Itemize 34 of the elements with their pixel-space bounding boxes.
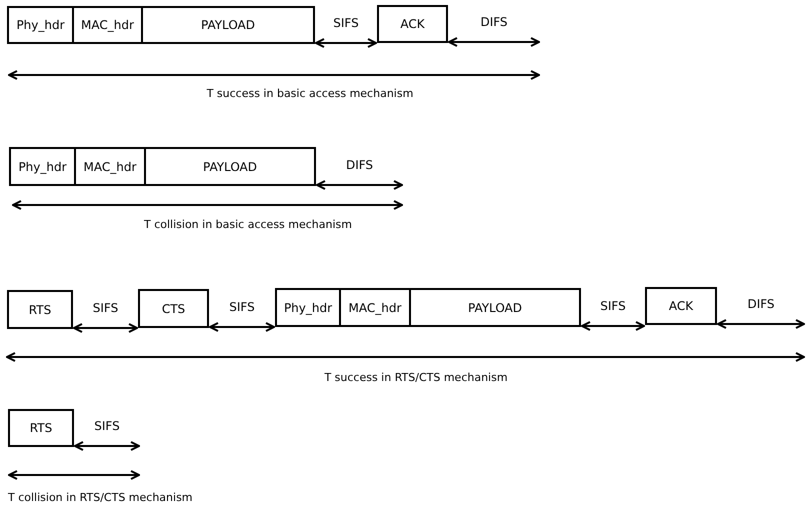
- frame-field-box: Phy_hdr: [275, 288, 341, 327]
- edge-label: SIFS: [229, 301, 255, 313]
- edge-label: DIFS: [747, 298, 775, 310]
- edge-label: SIFS: [94, 420, 120, 432]
- frame-field-box: RTS: [8, 409, 74, 447]
- frame-field-box: CTS: [138, 289, 209, 328]
- frame-field-box: PAYLOAD: [144, 147, 316, 186]
- edge-label: DIFS: [346, 159, 374, 171]
- timing-caption: T collision in basic access mechanism: [144, 219, 352, 230]
- frame-field-box: MAC_hdr: [339, 288, 411, 327]
- frame-field-box: Phy_hdr: [9, 147, 76, 186]
- frame-field-box: MAC_hdr: [72, 6, 143, 44]
- frame-field-box: MAC_hdr: [74, 147, 146, 186]
- frame-field-box: RTS: [7, 290, 73, 329]
- timing-caption: T success in RTS/CTS mechanism: [324, 372, 508, 383]
- double-arrow: [717, 319, 805, 329]
- frame-field-box: PAYLOAD: [141, 6, 315, 44]
- timing-caption: T success in basic access mechanism: [206, 88, 414, 99]
- frame-field-box: PAYLOAD: [409, 288, 581, 327]
- double-arrow: [448, 37, 540, 47]
- double-arrow: [315, 38, 377, 48]
- double-arrow: [581, 321, 645, 331]
- edge-label: SIFS: [600, 300, 626, 312]
- edge-label: SIFS: [333, 17, 359, 29]
- edge-label: DIFS: [480, 16, 508, 28]
- double-arrow: [209, 322, 275, 332]
- frame-field-box: ACK: [377, 5, 448, 43]
- frame-field-box: ACK: [645, 287, 717, 325]
- double-arrow: [74, 441, 140, 451]
- frame-field-box: Phy_hdr: [7, 6, 74, 44]
- timing-caption: T collision in RTS/CTS mechanism: [8, 492, 193, 503]
- edge-label: SIFS: [92, 302, 118, 314]
- double-arrow: [316, 180, 403, 190]
- double-arrow: [73, 323, 138, 333]
